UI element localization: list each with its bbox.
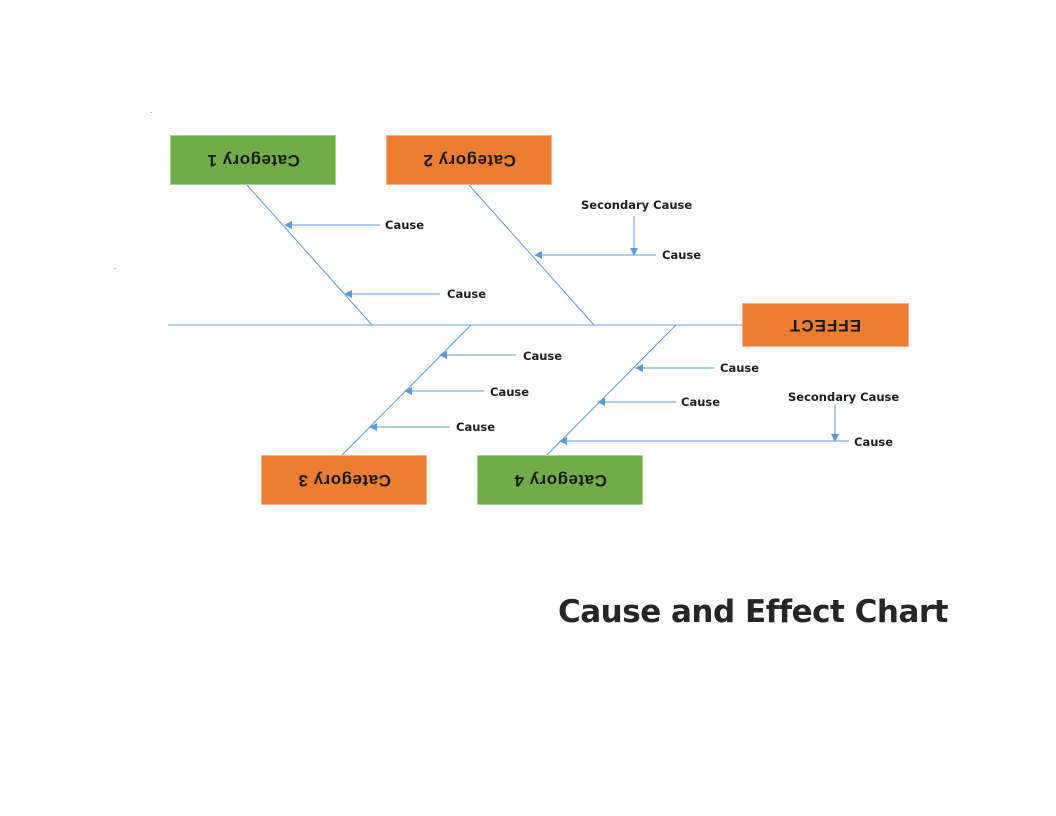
category-1-label: Category 1 [206,151,300,170]
stray-dot [114,268,116,269]
secondary-cause-label: Secondary Cause [581,198,693,212]
category-3-box: Category 3 [261,455,427,505]
cause-label: Cause [490,385,530,399]
cause-label: Cause [385,218,425,232]
bone-category-2 [468,184,595,326]
category-1-box: Category 1 [170,135,336,185]
cause-label: Cause [456,420,496,434]
category-2-box: Category 2 [386,135,552,185]
bone-category-1 [246,184,373,326]
effect-box: EFFECT [742,303,909,347]
cause-label: Cause [854,435,894,449]
cause-label: Cause [662,248,702,262]
bone-category-3 [341,324,472,456]
stray-dot [150,112,152,113]
secondary-cause-label: Secondary Cause [788,390,900,404]
effect-label: EFFECT [789,316,862,335]
category-2-label: Category 2 [422,151,516,170]
category-4-box: Category 4 [477,455,643,505]
category-3-label: Category 3 [297,471,391,490]
chart-title: Cause and Effect Chart [558,594,949,630]
cause-label: Cause [720,361,760,375]
bone-category-4 [546,324,677,456]
cause-label: Cause [681,395,721,409]
cause-label: Cause [523,349,563,363]
cause-label: Cause [447,287,487,301]
category-4-label: Category 4 [513,471,607,490]
